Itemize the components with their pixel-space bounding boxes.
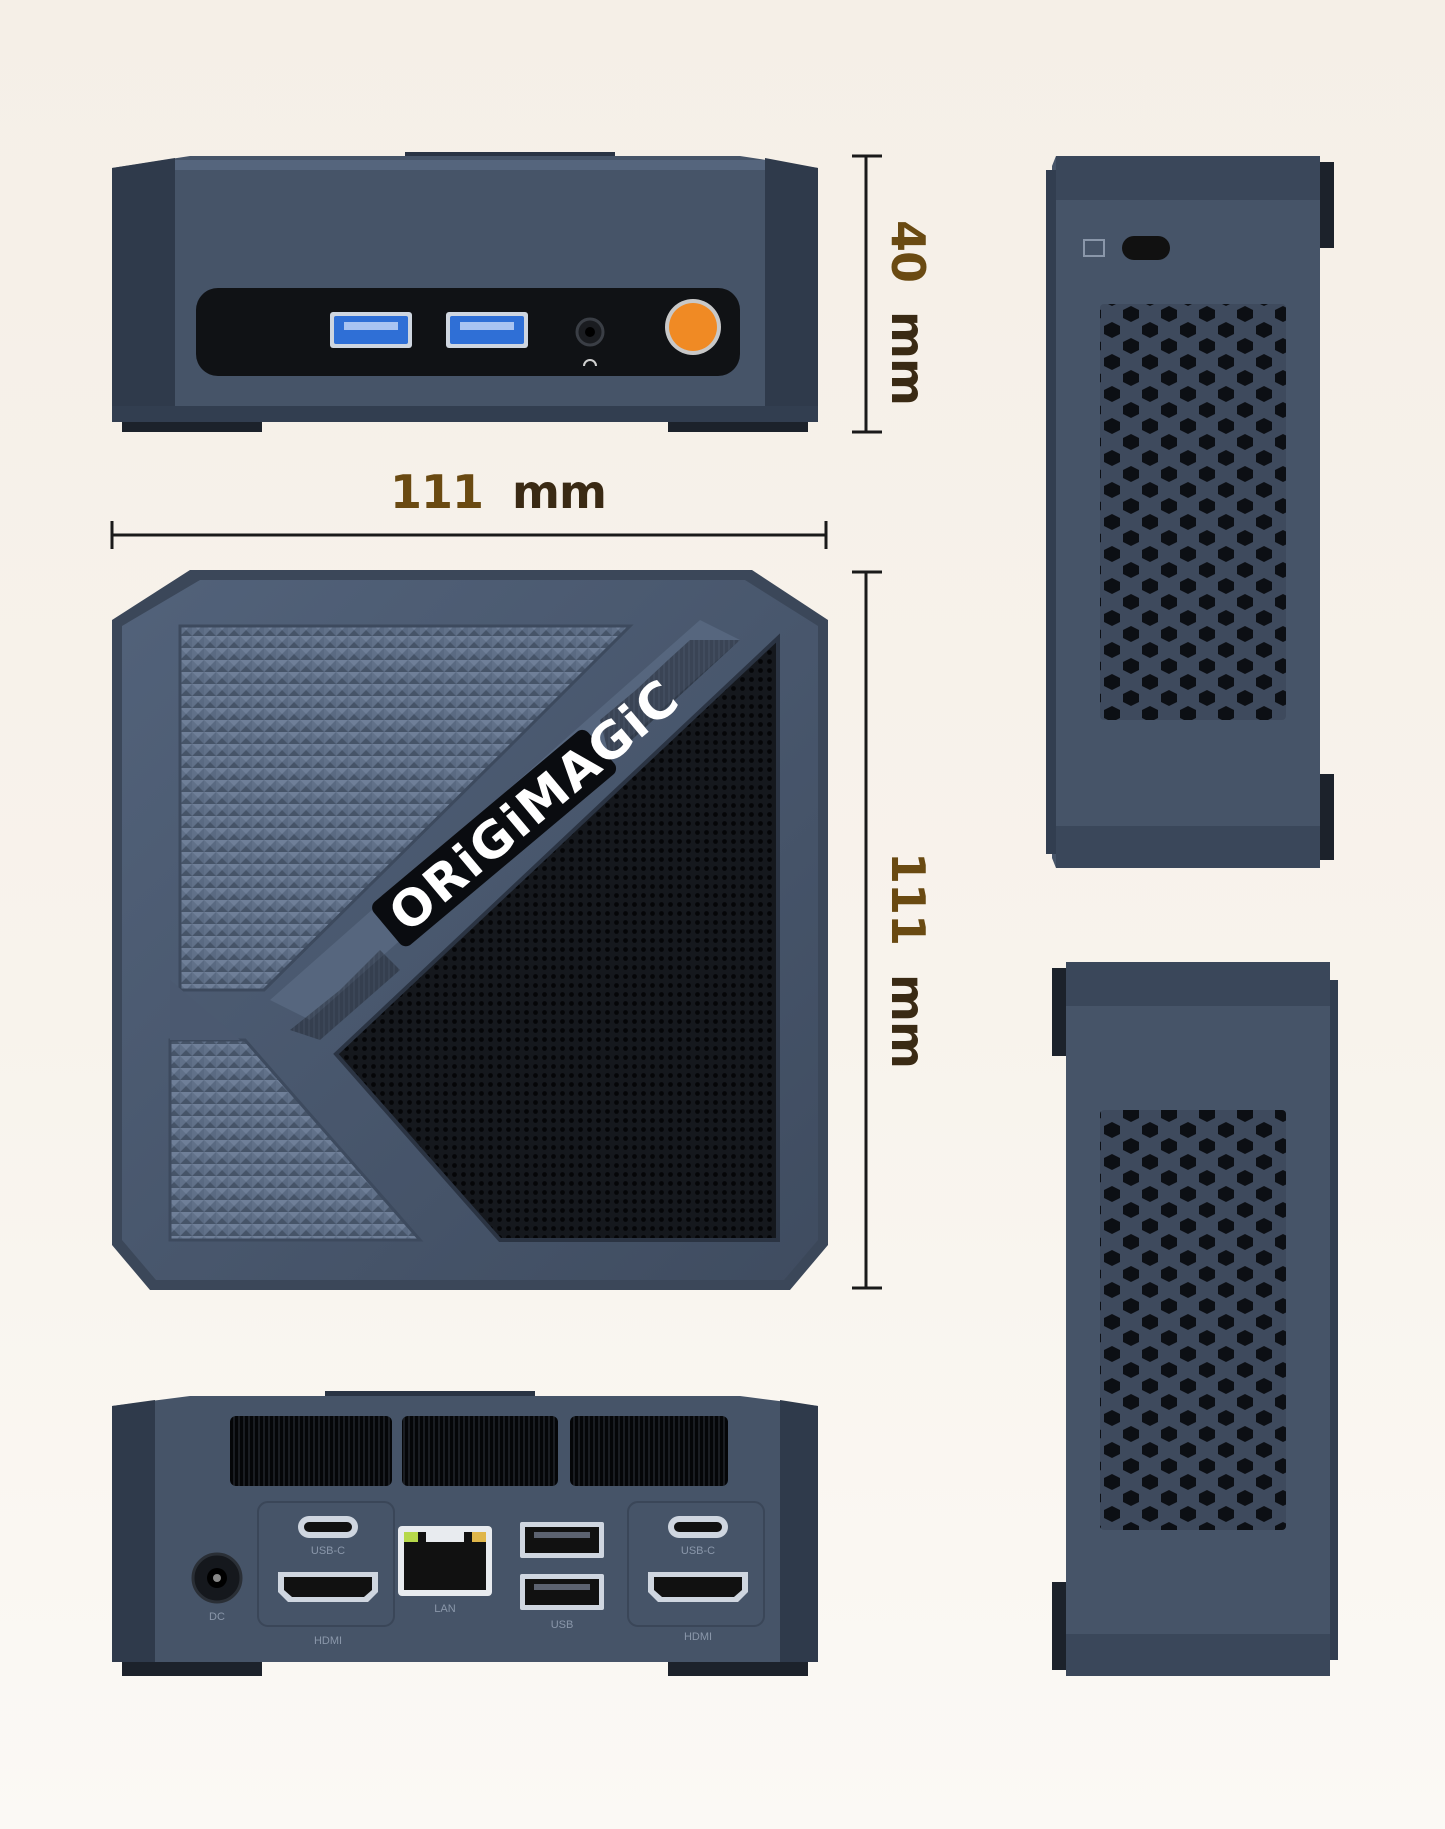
card-slot — [1122, 236, 1170, 260]
usb-a-port — [330, 312, 412, 348]
width-label: 111 mm — [390, 465, 606, 519]
side-vent-grille — [1100, 304, 1286, 720]
usb-a-port — [520, 1522, 604, 1558]
height-dimension: 40 mm — [852, 154, 935, 434]
usb-a-port — [446, 312, 528, 348]
usb-c-port: USB-C — [668, 1516, 728, 1557]
height-label: 40 mm — [881, 220, 935, 405]
svg-text:HDMI: HDMI — [314, 1635, 342, 1647]
depth-dimension: 111 mm — [852, 570, 935, 1290]
exhaust-vent — [230, 1416, 392, 1486]
audio-jack — [575, 317, 605, 367]
side-view-right — [1052, 962, 1338, 1676]
svg-text:HDMI: HDMI — [684, 1631, 712, 1643]
hdmi-port: HDMI — [278, 1572, 378, 1647]
sd-card-icon — [1083, 239, 1105, 257]
dc-port: DC — [191, 1552, 243, 1623]
svg-text:USB: USB — [551, 1619, 574, 1631]
side-view-left — [1046, 156, 1334, 868]
side-vent-grille — [1100, 1110, 1286, 1530]
power-button — [665, 299, 721, 355]
width-dimension: 111 mm — [110, 465, 828, 549]
usb-a-port: USB — [520, 1574, 604, 1631]
top-view: ORiGiMAGiC — [112, 570, 828, 1290]
depth-label: 111 mm — [881, 852, 935, 1068]
hdmi-port: HDMI — [648, 1572, 748, 1643]
svg-text:DC: DC — [209, 1611, 225, 1623]
headphone-icon — [583, 359, 597, 367]
svg-text:USB-C: USB-C — [311, 1545, 345, 1557]
lan-port: LAN — [398, 1526, 492, 1615]
exhaust-vent — [402, 1416, 558, 1486]
front-view — [112, 152, 818, 432]
svg-text:USB-C: USB-C — [681, 1545, 715, 1557]
fan-mesh — [333, 633, 780, 1242]
svg-text:LAN: LAN — [434, 1603, 455, 1615]
exhaust-vent — [570, 1416, 728, 1486]
rear-view: DC USB-C HDMI LAN — [112, 1391, 818, 1676]
usb-c-port: USB-C — [298, 1516, 358, 1557]
